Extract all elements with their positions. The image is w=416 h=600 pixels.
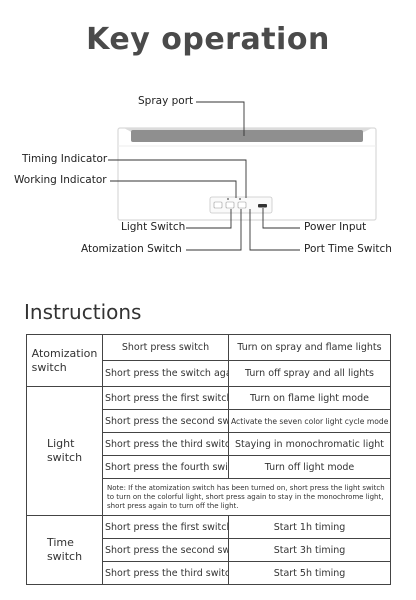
table-row: Short press the fourth switch Turn off l… xyxy=(27,455,391,479)
action-cell: Short press the fourth switch xyxy=(102,455,229,479)
label-power-input: Power Input xyxy=(304,221,367,233)
label-light-switch: Light Switch xyxy=(121,221,186,233)
result-cell: Activate the seven color light cycle mod… xyxy=(228,409,391,433)
table-row: Atomization switch Short press switch Tu… xyxy=(26,334,391,387)
table-row: Light switch Short press the first switc… xyxy=(26,386,391,516)
action-cell: Short press the second switch xyxy=(102,538,229,562)
action-cell: Short press the first switch xyxy=(102,515,229,539)
atomization-switch-button[interactable] xyxy=(213,201,223,209)
result-cell: Staying in monochromatic light xyxy=(228,432,391,456)
group-name-line1: Time xyxy=(46,536,74,549)
label-spray-port: Spray port xyxy=(138,95,194,107)
power-input-port xyxy=(258,204,267,208)
result-cell: Turn on flame light mode xyxy=(228,386,391,410)
port-time-switch-button[interactable] xyxy=(237,201,247,209)
result-cell: Start 5h timing xyxy=(228,561,391,585)
table-row: Short press the second switch Start 3h t… xyxy=(27,538,391,562)
light-switch-button[interactable] xyxy=(225,201,235,209)
action-cell: Short press the switch again xyxy=(102,360,229,387)
result-cell: Start 1h timing xyxy=(228,515,391,539)
table-row: Short press the third switch Start 5h ti… xyxy=(27,561,391,585)
label-working-indicator: Working Indicator xyxy=(14,174,107,186)
group-light-switch: Light switch xyxy=(26,386,103,516)
action-cell: Short press the second switch xyxy=(102,409,229,433)
label-timing-indicator: Timing Indicator xyxy=(22,153,108,165)
result-cell: Turn off spray and all lights xyxy=(228,360,391,387)
action-cell: Short press the third switch xyxy=(102,432,229,456)
working-indicator-led xyxy=(227,198,229,200)
result-cell: Turn off light mode xyxy=(228,455,391,479)
group-name-line1: Light xyxy=(46,437,75,450)
group-name-line2: switch xyxy=(31,360,67,374)
light-switch-note: Note: If the atomization switch has been… xyxy=(102,478,391,516)
action-cell: Short press the third switch xyxy=(102,561,229,585)
group-atomization-switch: Atomization switch xyxy=(26,334,103,387)
table-row: Short press the switch again Turn off sp… xyxy=(27,360,391,387)
action-cell: Short press the first switch xyxy=(102,386,229,410)
device-diagram xyxy=(108,101,377,251)
timing-indicator-led xyxy=(239,198,241,200)
group-name-line1: Atomization xyxy=(31,346,98,360)
table-row: Short press the third switch Staying in … xyxy=(27,432,391,456)
label-atomization-switch: Atomization Switch xyxy=(81,243,182,255)
spray-port-opening xyxy=(131,130,363,142)
action-cell: Short press switch xyxy=(102,334,229,361)
group-name-line2: switch xyxy=(46,550,83,563)
instructions-table: Atomization switch Short press switch Tu… xyxy=(26,334,391,585)
table-row: Short press the second switch Activate t… xyxy=(27,409,391,433)
table-row: Time switch Short press the first switch… xyxy=(26,515,391,585)
result-cell: Start 3h timing xyxy=(228,538,391,562)
instructions-title: Instructions xyxy=(24,300,142,324)
group-time-switch: Time switch xyxy=(26,515,103,585)
label-port-time-switch: Port Time Switch xyxy=(304,243,392,255)
result-cell: Turn on spray and flame lights xyxy=(228,334,391,361)
page-title: Key operation xyxy=(86,22,330,57)
group-name-line2: switch xyxy=(46,451,83,464)
